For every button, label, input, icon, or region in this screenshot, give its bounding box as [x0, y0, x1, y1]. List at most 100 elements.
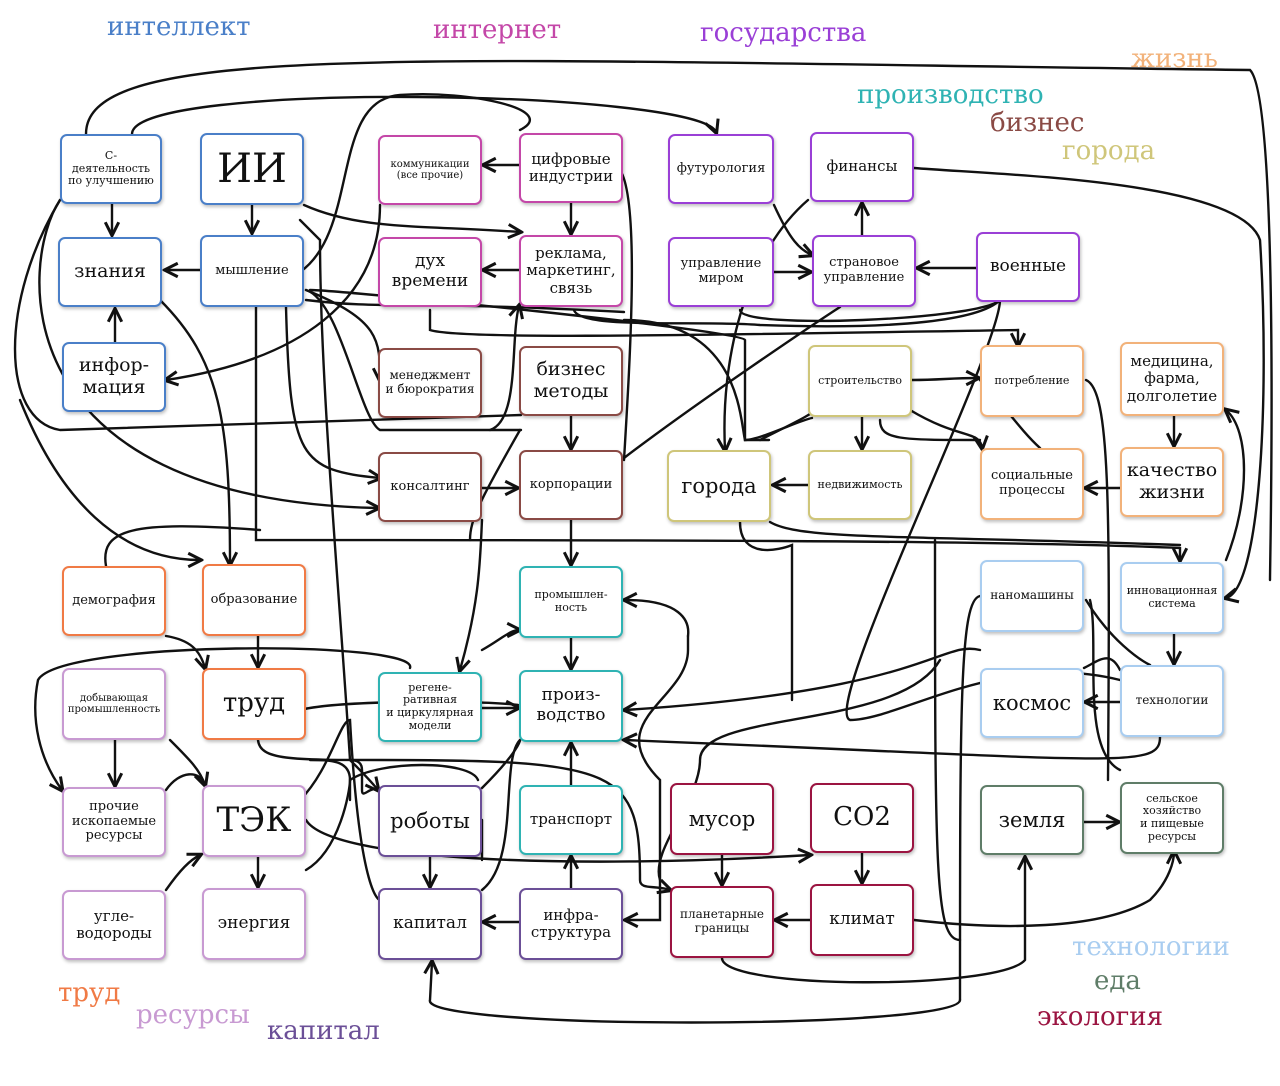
- node-innovation-system[interactable]: инновационная система: [1120, 562, 1224, 634]
- node-advertising[interactable]: реклама, маркетинг, связь: [519, 235, 623, 307]
- node-knowledge[interactable]: знания: [58, 237, 162, 307]
- node-energy[interactable]: энергия: [202, 888, 306, 960]
- category-ecology: экология: [1037, 1002, 1163, 1032]
- category-production: производство: [857, 80, 1044, 110]
- node-mining[interactable]: добывающая промышленность: [62, 668, 166, 740]
- node-hydrocarbons[interactable]: угле- водороды: [62, 890, 166, 960]
- node-social-processes[interactable]: социальные процессы: [980, 448, 1084, 520]
- node-planetary-boundaries[interactable]: планетарные границы: [670, 886, 774, 958]
- node-climate[interactable]: климат: [810, 884, 914, 956]
- node-digital-industries[interactable]: цифровые индустрии: [519, 133, 623, 203]
- node-industry[interactable]: промышлен- ность: [519, 566, 623, 638]
- edge-53: [622, 305, 842, 460]
- category-resources: ресурсы: [136, 1000, 250, 1030]
- node-consulting[interactable]: консалтинг: [378, 452, 482, 522]
- node-world-governance[interactable]: управление миром: [668, 237, 774, 307]
- edge-65: [1082, 657, 1122, 672]
- category-technologies: технологии: [1072, 932, 1230, 962]
- edge-99: [878, 418, 982, 442]
- node-construction[interactable]: строительство: [808, 345, 912, 417]
- edge-68: [958, 594, 982, 1002]
- node-regenerative[interactable]: регене- ративная и циркулярная модели: [378, 672, 482, 742]
- edge-32: [130, 95, 716, 134]
- edge-98: [622, 318, 814, 442]
- edge-44: [104, 525, 262, 568]
- node-garbage[interactable]: мусор: [670, 783, 774, 855]
- edge-46: [34, 647, 412, 790]
- node-medicine[interactable]: медицина, фарма, долголетие: [1120, 342, 1224, 416]
- node-consumption[interactable]: потребление: [980, 345, 1084, 417]
- edge-33: [298, 93, 531, 274]
- edges: [13, 59, 1273, 1024]
- edge-84: [304, 818, 810, 862]
- edge-62: [933, 538, 962, 942]
- node-capital[interactable]: капитал: [378, 888, 482, 960]
- edge-75: [626, 634, 690, 920]
- edge-57: [908, 408, 982, 448]
- node-robots[interactable]: роботы: [378, 785, 482, 857]
- category-business: бизнес: [990, 108, 1085, 138]
- edge-69: [1084, 598, 1152, 667]
- node-space[interactable]: космос: [980, 668, 1084, 738]
- edge-88: [164, 855, 200, 892]
- edge-85: [304, 763, 480, 872]
- node-agriculture[interactable]: сельское хозяйство и пищевые ресурсы: [1120, 782, 1224, 854]
- node-futurology[interactable]: футурология: [668, 134, 774, 204]
- node-zeitgeist[interactable]: дух времени: [378, 237, 482, 307]
- category-labor: труд: [58, 978, 121, 1008]
- edge-74: [625, 600, 690, 638]
- node-thinking[interactable]: мышление: [200, 235, 304, 307]
- edge-39: [284, 305, 380, 478]
- edge-55: [738, 298, 1002, 323]
- edge-56: [758, 408, 815, 442]
- node-demography[interactable]: демография: [62, 566, 166, 636]
- node-ai[interactable]: ИИ: [200, 133, 304, 205]
- node-communications[interactable]: коммуникации (все прочие): [378, 135, 482, 205]
- edge-35: [158, 298, 230, 564]
- edge-54: [912, 166, 1265, 598]
- edge-34: [166, 203, 382, 380]
- node-cities[interactable]: города: [667, 450, 771, 522]
- node-land[interactable]: земля: [980, 785, 1084, 855]
- edge-41: [13, 198, 523, 432]
- category-food: еда: [1094, 966, 1141, 996]
- edge-92: [298, 218, 378, 790]
- node-military[interactable]: военные: [976, 232, 1080, 302]
- node-business-methods[interactable]: бизнес методы: [519, 346, 623, 416]
- edge-51: [772, 203, 812, 255]
- edge-50: [488, 306, 519, 432]
- node-co2[interactable]: CO2: [810, 783, 914, 853]
- category-states: государства: [700, 18, 867, 48]
- node-corporations[interactable]: корпорации: [519, 450, 623, 520]
- node-infrastructure[interactable]: инфра- структура: [519, 888, 623, 960]
- edge-76: [657, 658, 942, 882]
- node-labor[interactable]: труд: [202, 668, 306, 740]
- category-intellect: интеллект: [107, 12, 251, 42]
- edge-91: [298, 718, 382, 902]
- node-education[interactable]: образование: [202, 564, 306, 636]
- node-finance[interactable]: финансы: [810, 132, 914, 202]
- node-real-estate[interactable]: недвижимость: [808, 450, 912, 520]
- node-c-activity[interactable]: С-деятельность по улучшению: [60, 134, 162, 204]
- edge-77: [625, 647, 982, 710]
- edge-48: [572, 298, 1002, 328]
- edge-37: [304, 288, 523, 432]
- node-management[interactable]: менеджмент и бюрократия: [378, 348, 482, 418]
- node-country-governance[interactable]: страновое управление: [812, 235, 916, 307]
- node-transport[interactable]: транспорт: [519, 785, 623, 855]
- node-information[interactable]: инфор- мация: [62, 342, 166, 412]
- node-production[interactable]: произ- водство: [519, 670, 623, 742]
- category-capital: капитал: [267, 1016, 380, 1046]
- node-quality-of-life[interactable]: качество жизни: [1120, 447, 1224, 517]
- edge-64: [738, 520, 794, 702]
- node-fuel-energy-complex[interactable]: ТЭК: [202, 785, 306, 857]
- edge-43: [18, 398, 200, 560]
- edge-87: [480, 738, 522, 892]
- node-nanomachines[interactable]: наномашины: [980, 560, 1084, 632]
- edge-61: [1226, 410, 1246, 562]
- edge-63: [768, 520, 1182, 547]
- node-other-resources[interactable]: прочие ископаемые ресурсы: [62, 787, 166, 857]
- node-technologies[interactable]: технологии: [1120, 665, 1224, 737]
- edge-97: [308, 288, 771, 442]
- edge-49: [428, 308, 1018, 345]
